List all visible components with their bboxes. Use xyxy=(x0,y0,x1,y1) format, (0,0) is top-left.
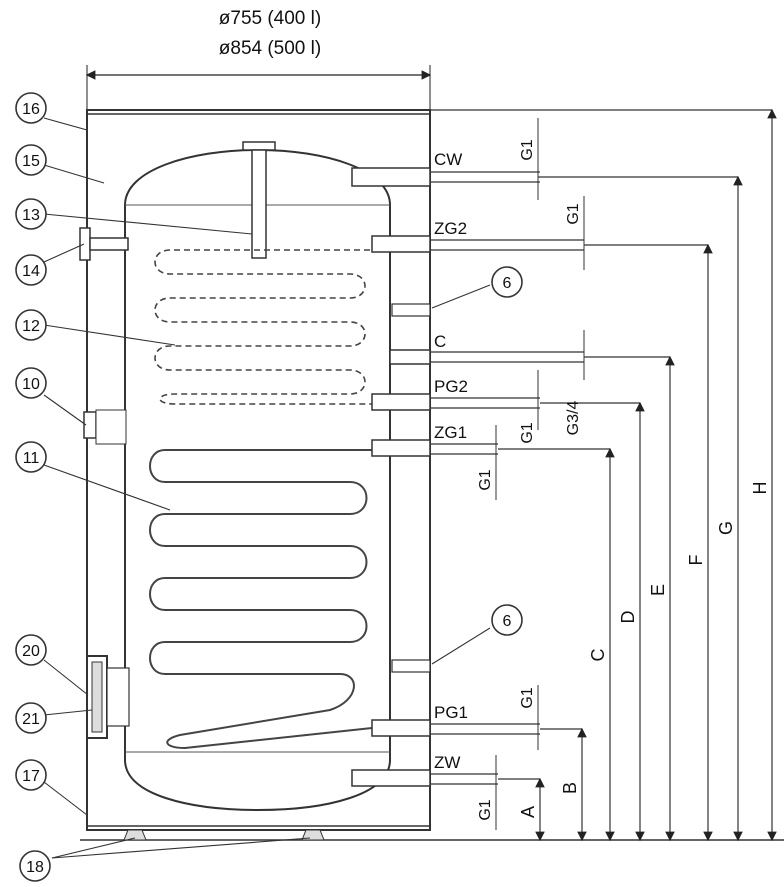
anode-rod xyxy=(242,141,276,259)
callout-21: 21 xyxy=(22,711,40,728)
height-g: G xyxy=(716,521,736,535)
callout-18: 18 xyxy=(26,859,44,876)
height-e: E xyxy=(648,584,668,596)
callout-leaders xyxy=(43,117,491,859)
callout-14: 14 xyxy=(22,263,40,280)
fitting-14 xyxy=(79,227,129,261)
thread-zw: G1 xyxy=(477,799,494,820)
pipe-zg1 xyxy=(371,439,498,457)
thread-pg1: G1 xyxy=(519,687,536,708)
lower-coil xyxy=(149,449,373,750)
label-zg1: ZG1 xyxy=(434,423,467,442)
label-zg2: ZG2 xyxy=(434,219,467,238)
callout-20: 20 xyxy=(22,643,40,660)
label-cw: CW xyxy=(434,150,462,169)
feet xyxy=(123,829,325,841)
height-dimensions xyxy=(430,108,777,842)
callout-17: 17 xyxy=(22,768,40,785)
height-a: A xyxy=(518,806,538,818)
callout-16: 16 xyxy=(22,101,40,118)
callout-12: 12 xyxy=(22,318,40,335)
pipe-zw xyxy=(351,769,498,787)
sensor-sleeve-lower xyxy=(391,659,431,673)
outer-casing xyxy=(80,109,784,841)
height-d: D xyxy=(618,611,638,624)
pipe-zg2 xyxy=(371,235,584,253)
diameter-label-400: ø755 (400 l) xyxy=(218,8,322,29)
pipe-pg2 xyxy=(371,393,540,411)
callout-10: 10 xyxy=(22,376,40,393)
thread-zg1: G1 xyxy=(477,469,494,490)
pipe-cw xyxy=(351,167,540,187)
label-pg1: PG1 xyxy=(434,703,468,722)
label-pg2: PG2 xyxy=(434,377,468,396)
height-f: F xyxy=(686,555,706,566)
diameter-dimension xyxy=(85,65,432,112)
callout-6-lower: 6 xyxy=(503,613,512,630)
diameter-label-500: ø854 (500 l) xyxy=(218,38,322,59)
height-b: B xyxy=(560,782,580,794)
pipe-pg1 xyxy=(371,719,540,737)
fitting-10 xyxy=(83,409,127,445)
pipe-c xyxy=(389,349,584,365)
thread-ticks xyxy=(495,118,585,830)
label-zw: ZW xyxy=(434,753,460,772)
callout-circles xyxy=(15,92,523,882)
sensor-sleeve-upper xyxy=(391,303,431,317)
upper-coil xyxy=(154,249,372,405)
callout-6-upper: 6 xyxy=(503,275,512,292)
thread-c: G3/4 xyxy=(565,401,582,436)
label-c: C xyxy=(434,332,446,351)
thread-cw: G1 xyxy=(519,139,536,160)
thread-pg2: G1 xyxy=(519,422,536,443)
callout-15: 15 xyxy=(22,153,40,170)
callout-13: 13 xyxy=(22,207,40,224)
thread-zg2: G1 xyxy=(565,203,582,224)
flange-20-21 xyxy=(86,655,130,739)
height-h: H xyxy=(750,482,770,495)
callout-11: 11 xyxy=(23,450,40,467)
height-c: C xyxy=(588,649,608,662)
